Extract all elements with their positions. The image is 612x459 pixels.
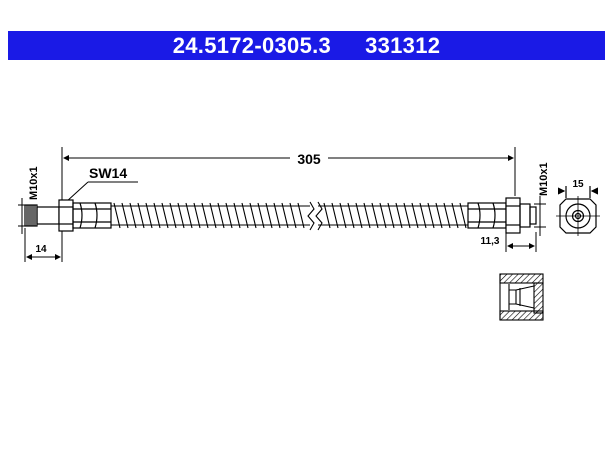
hose-spiral-right xyxy=(318,202,468,229)
section-detail xyxy=(499,273,544,321)
left-fitting xyxy=(24,199,112,232)
hose-spiral-left xyxy=(111,202,310,229)
reference-number: 331312 xyxy=(365,32,441,58)
right-fitting xyxy=(467,197,537,234)
wrench-size-callout: SW14 xyxy=(65,165,138,203)
end-view xyxy=(556,186,600,236)
left-fitting-dimension: 14 xyxy=(24,228,63,262)
right-fitting-length-label: 11,3 xyxy=(481,236,500,247)
left-thread-label: M10x1 xyxy=(28,166,40,200)
left-fitting-length-label: 14 xyxy=(35,244,47,255)
part-number: 24.5172-0305.3 xyxy=(172,32,332,58)
right-fitting-dimension: 11,3 xyxy=(481,232,537,252)
wrench-size-label: SW14 xyxy=(89,165,127,181)
title-bar: 24.5172-0305.3 331312 xyxy=(8,31,605,60)
end-view-diameter-label: 15 xyxy=(572,179,584,190)
overall-length-dimension: 305 xyxy=(61,147,516,200)
left-thread-dimension: M10x1 xyxy=(18,166,40,234)
right-thread-label: M10x1 xyxy=(538,162,550,196)
right-thread-dimension: M10x1 xyxy=(534,162,550,236)
length-label: 305 xyxy=(297,151,321,167)
